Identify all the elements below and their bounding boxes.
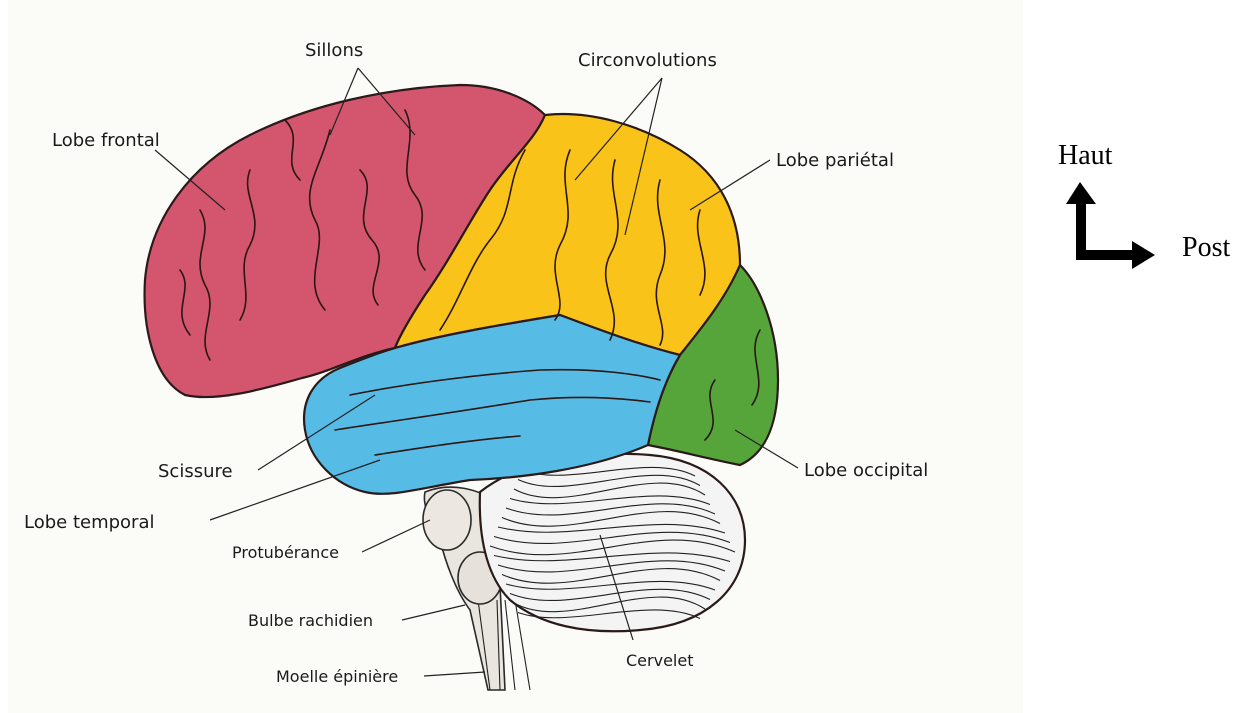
label-protuberance: Protubérance: [232, 543, 339, 562]
right-arrow-icon: [1076, 241, 1155, 269]
up-arrow-icon: [1066, 182, 1096, 260]
label-scissure: Scissure: [158, 461, 233, 482]
label-circonvolutions: Circonvolutions: [578, 50, 717, 71]
label-sillons: Sillons: [305, 40, 363, 61]
label-lobe-occipital: Lobe occipital: [804, 460, 928, 481]
orientation-posterior-label: Post: [1182, 232, 1230, 263]
label-lobe-temporal: Lobe temporal: [24, 512, 154, 533]
orientation-indicator: Haut Post: [1058, 140, 1230, 269]
cerebellum: [480, 454, 745, 631]
label-bulbe-rachidien: Bulbe rachidien: [248, 611, 373, 630]
label-moelle-epiniere: Moelle épinière: [276, 667, 398, 686]
label-cervelet: Cervelet: [626, 651, 693, 670]
orientation-up-label: Haut: [1058, 140, 1113, 171]
label-lobe-frontal: Lobe frontal: [52, 130, 160, 151]
label-lobe-parietal: Lobe pariétal: [776, 150, 894, 171]
pons-shape: [423, 490, 471, 550]
